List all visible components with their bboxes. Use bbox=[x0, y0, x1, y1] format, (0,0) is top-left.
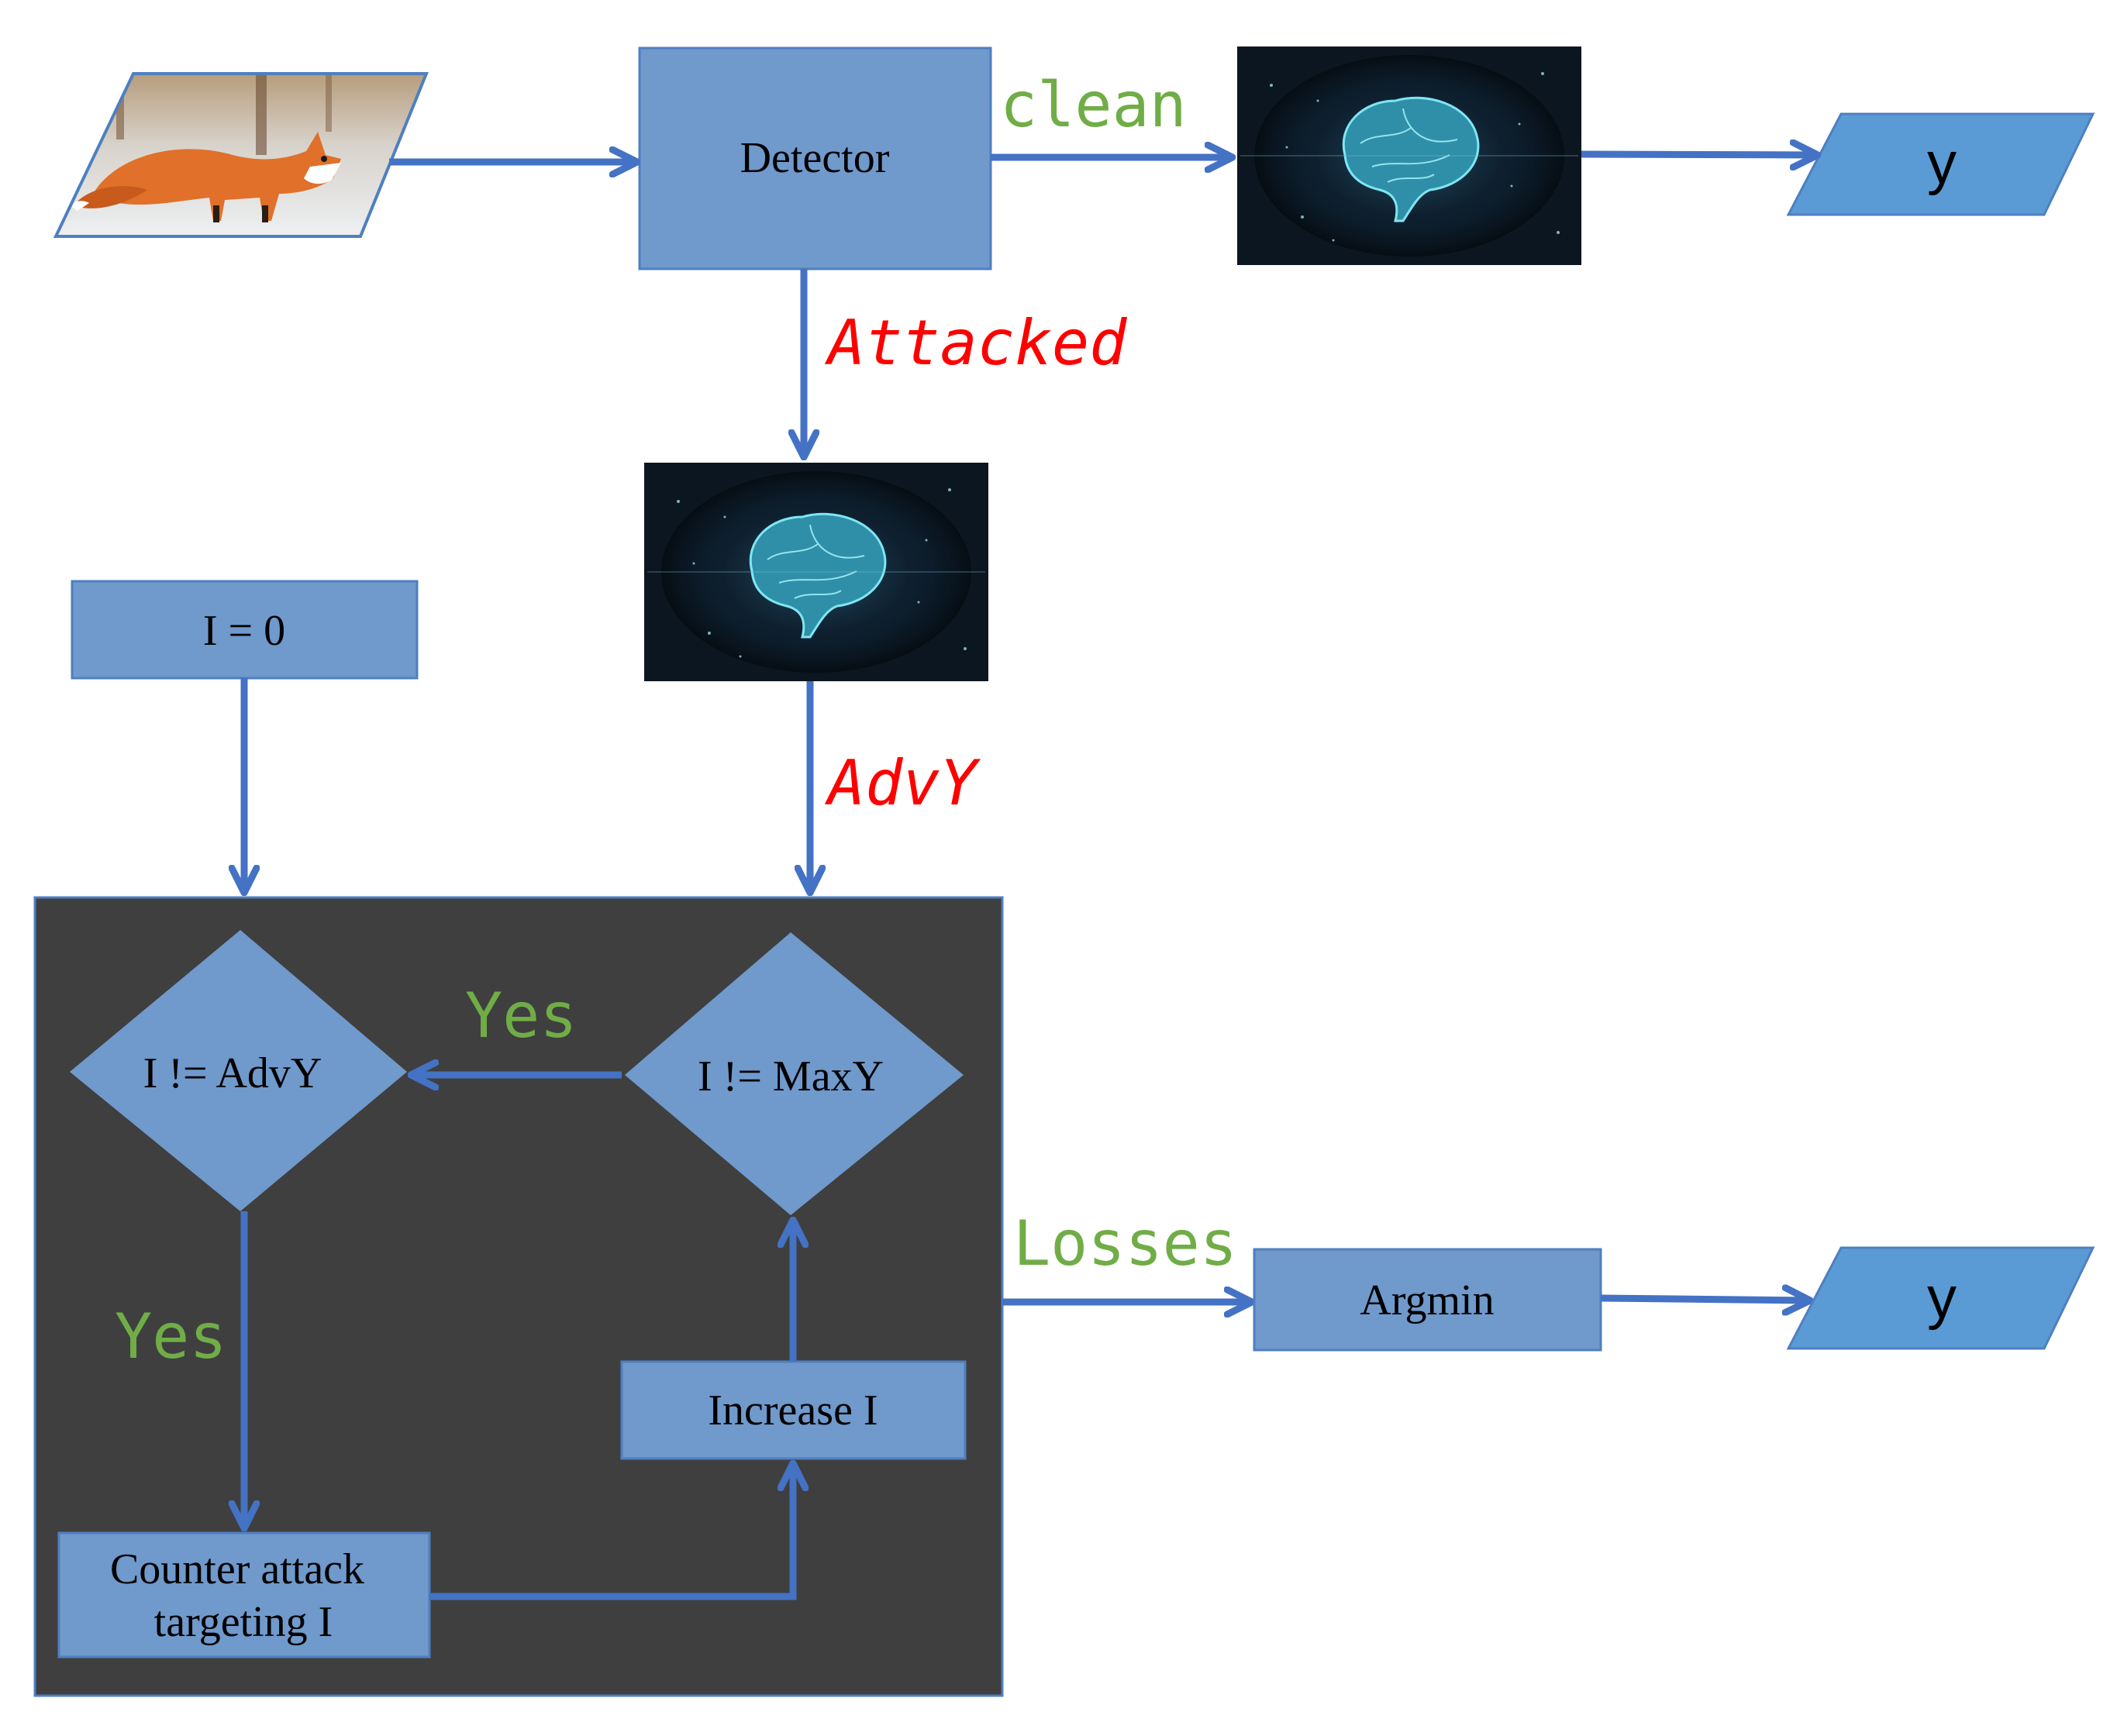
edge-label-advy: AdvY bbox=[824, 747, 981, 819]
output-y-clean: y bbox=[1786, 112, 2095, 216]
arrow-model-to-output-clean bbox=[1581, 154, 1818, 155]
argmin-box: Argmin bbox=[1253, 1248, 1602, 1352]
model-image-attacked bbox=[644, 463, 988, 681]
counter-attack-label-line1: Counter attack bbox=[110, 1545, 364, 1593]
input-image bbox=[53, 72, 429, 238]
fox-icon bbox=[70, 132, 341, 222]
arrow-argmin-to-output bbox=[1600, 1298, 1810, 1300]
decision-advy-label: I != AdvY bbox=[143, 1049, 322, 1097]
loop-panel: I != AdvY I != MaxY Counter attack targe… bbox=[33, 896, 1004, 1697]
detector-label: Detector bbox=[740, 134, 890, 182]
edge-label-attacked: Attacked bbox=[824, 307, 1127, 379]
decision-advy: I != AdvY bbox=[70, 930, 407, 1211]
decision-maxy-label: I != MaxY bbox=[698, 1052, 884, 1100]
edge-label-losses: Losses bbox=[1013, 1207, 1237, 1280]
output-y-final-label: y bbox=[1927, 1265, 1957, 1331]
output-y-final: y bbox=[1786, 1246, 2095, 1350]
brain-icon bbox=[749, 512, 887, 639]
counter-attack-label-line2: targeting I bbox=[154, 1598, 333, 1646]
brain-icon bbox=[1342, 96, 1480, 222]
model-image-clean bbox=[1237, 46, 1581, 265]
arrow-counter-to-increase bbox=[429, 1463, 793, 1600]
init-box: I = 0 bbox=[71, 580, 419, 680]
edge-label-yes-top: Yes bbox=[465, 980, 578, 1052]
decision-maxy: I != MaxY bbox=[625, 932, 964, 1215]
edge-label-yes-left: Yes bbox=[115, 1300, 227, 1373]
output-y-clean-label: y bbox=[1927, 130, 1957, 196]
counter-attack-box: Counter attack targeting I bbox=[57, 1531, 431, 1658]
argmin-label: Argmin bbox=[1360, 1276, 1494, 1324]
edge-label-clean: clean bbox=[1000, 69, 1187, 141]
init-label: I = 0 bbox=[203, 607, 285, 655]
detector-box: Detector bbox=[638, 46, 992, 270]
increase-box: Increase I bbox=[620, 1360, 967, 1460]
increase-label: Increase I bbox=[708, 1386, 878, 1435]
